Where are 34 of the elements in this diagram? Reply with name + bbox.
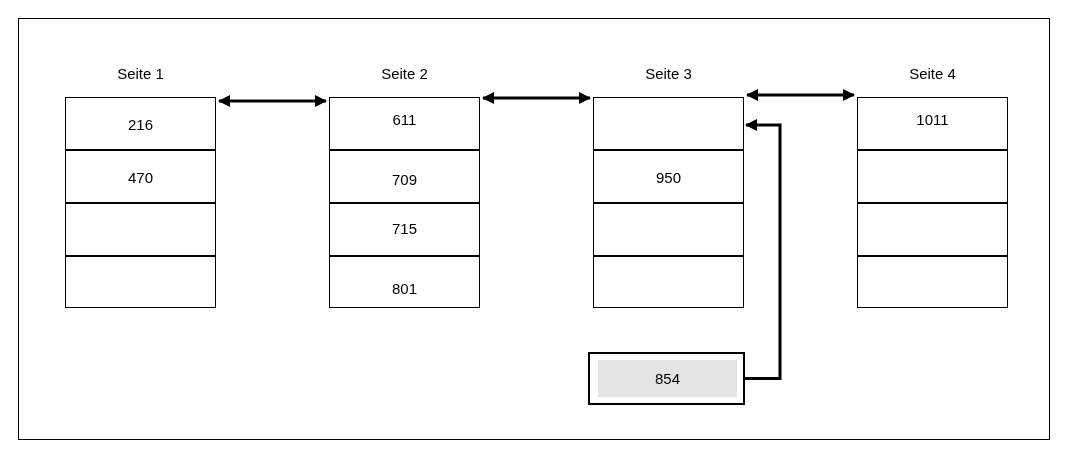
table-row [65,256,216,308]
value-text: 611 [392,111,417,130]
table-row [329,150,480,203]
table-row [857,150,1008,203]
table-row [593,256,744,308]
page-heading: Seite 4 [909,65,956,82]
table-row [857,203,1008,256]
table-row [857,97,1008,150]
arrow [745,119,782,380]
table-row [329,97,480,150]
table-row [65,150,216,203]
table-row [65,97,216,150]
value-text: 950 [656,169,681,188]
value-text: 715 [392,220,417,239]
value-text: 801 [392,280,417,299]
arrow [482,92,591,104]
table-row [857,256,1008,308]
page-heading: Seite 1 [117,65,164,82]
arrow [218,95,327,107]
table-row [593,150,744,203]
arrow [746,89,855,101]
table-row [65,203,216,256]
value-text: 1011 [916,111,949,130]
value-text: 216 [128,116,153,135]
record-box [588,352,745,405]
table-row [329,203,480,256]
page-heading: Seite 2 [381,65,428,82]
value-field: 854 [598,360,737,397]
table-row [593,97,744,150]
table-row [329,256,480,308]
page-heading: Seite 3 [645,65,692,82]
table-row [593,203,744,256]
value-text: 470 [128,169,153,188]
value-text: 709 [392,171,417,190]
